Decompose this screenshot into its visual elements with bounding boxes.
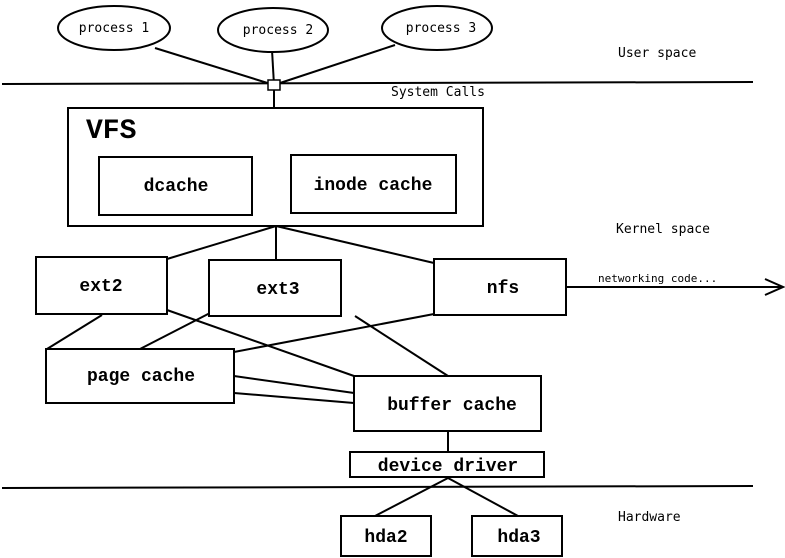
inode-cache-box: inode cache bbox=[290, 154, 457, 214]
hda2-box: hda2 bbox=[340, 515, 432, 557]
ext3-label: ext3 bbox=[256, 280, 299, 300]
connector-ext3-buffer-cache bbox=[354, 315, 449, 377]
dcache-box: dcache bbox=[98, 156, 253, 216]
process-3-node: process 3 bbox=[381, 5, 493, 51]
device-driver-box: device driver bbox=[349, 451, 545, 478]
connector-ext2-page-cache bbox=[46, 314, 103, 350]
connector-ext2-buffer-cache bbox=[166, 309, 355, 377]
connector-page-buffer-lower bbox=[233, 392, 355, 404]
vfs-filesystem-connectors bbox=[166, 225, 435, 264]
connector-vfs-ext2 bbox=[166, 225, 277, 260]
system-calls-label: System Calls bbox=[391, 85, 485, 100]
dcache-label: dcache bbox=[144, 177, 209, 197]
process-1-label: process 1 bbox=[79, 21, 149, 36]
connector-nfs-page-cache bbox=[233, 313, 435, 353]
hardware-label: Hardware bbox=[618, 510, 681, 525]
ext2-label: ext2 bbox=[79, 277, 122, 297]
ext2-box: ext2 bbox=[35, 256, 168, 315]
process-2-label: process 2 bbox=[243, 23, 313, 38]
connector-driver-hda3 bbox=[447, 477, 519, 517]
ext3-box: ext3 bbox=[208, 259, 342, 317]
kernel-space-label: Kernel space bbox=[616, 222, 710, 237]
syscall-junction-box bbox=[267, 79, 281, 91]
user-kernel-boundary-line bbox=[1, 81, 754, 85]
networking-arrow bbox=[566, 278, 785, 296]
buffer-cache-box: buffer cache bbox=[353, 375, 542, 432]
process-connectors bbox=[154, 44, 396, 86]
page-cache-label: page cache bbox=[87, 367, 195, 387]
networking-arrowhead bbox=[764, 278, 785, 296]
connector-process3-syscall bbox=[273, 44, 396, 86]
nfs-label: nfs bbox=[487, 279, 519, 299]
driver-disk-connectors bbox=[374, 477, 519, 517]
connector-ext3-page-cache bbox=[139, 312, 211, 350]
nfs-box: nfs bbox=[433, 258, 567, 316]
networking-code-label: networking code... bbox=[598, 272, 717, 285]
inode-cache-label: inode cache bbox=[314, 176, 433, 196]
process-3-label: process 3 bbox=[406, 21, 476, 36]
connector-process1-syscall bbox=[154, 47, 275, 86]
connector-page-buffer-upper bbox=[233, 375, 355, 394]
kernel-hardware-boundary-line bbox=[1, 485, 754, 489]
connector-driver-hda2 bbox=[374, 477, 449, 517]
filesystem-cache-connectors bbox=[46, 309, 449, 404]
device-driver-label: device driver bbox=[378, 457, 518, 477]
page-cache-box: page cache bbox=[45, 348, 235, 404]
connector-process2-syscall bbox=[271, 49, 275, 86]
hda2-label: hda2 bbox=[364, 528, 407, 548]
vfs-title: VFS bbox=[86, 116, 136, 147]
buffer-cache-label: buffer cache bbox=[387, 396, 517, 416]
process-1-node: process 1 bbox=[57, 5, 171, 51]
connector-vfs-nfs bbox=[275, 225, 435, 264]
hda3-label: hda3 bbox=[497, 528, 540, 548]
hda3-box: hda3 bbox=[471, 515, 563, 557]
user-space-label: User space bbox=[618, 46, 696, 61]
process-2-node: process 2 bbox=[217, 7, 329, 53]
